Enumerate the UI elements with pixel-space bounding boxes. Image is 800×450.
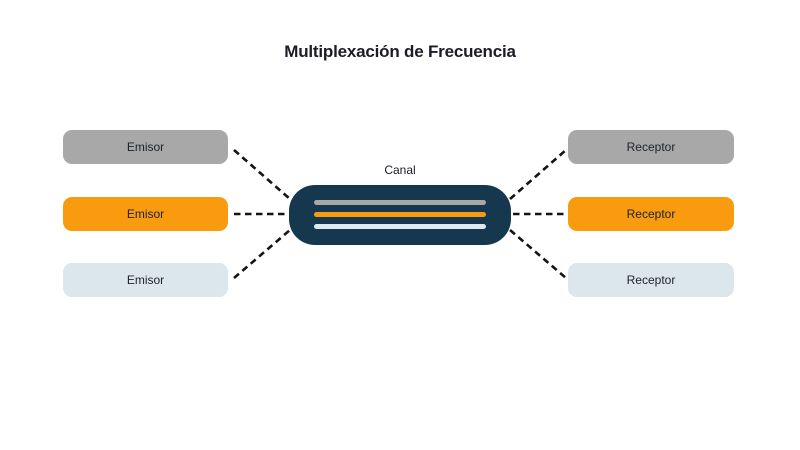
receiver-label: Receptor	[626, 207, 676, 221]
emitter-label: Emisor	[126, 207, 165, 221]
channel-label: Canal	[384, 163, 416, 177]
signal-line-gray	[314, 200, 486, 205]
emitter-node-orange: Emisor	[63, 197, 228, 231]
receiver-node-gray: Receptor	[568, 130, 734, 164]
emitter-node-gray: Emisor	[63, 130, 228, 164]
connector-emitter-gray-to-channel	[233, 149, 291, 200]
emitter-label: Emisor	[126, 140, 165, 154]
receiver-node-orange: Receptor	[568, 197, 734, 231]
receiver-node-lightblue: Receptor	[568, 263, 734, 297]
receiver-label: Receptor	[626, 273, 676, 287]
emitter-label: Emisor	[126, 273, 165, 287]
connector-channel-to-receiver-gray	[509, 149, 567, 200]
signal-line-lightblue	[314, 224, 486, 229]
signal-line-orange	[314, 212, 486, 217]
channel-body	[289, 185, 511, 245]
receiver-label: Receptor	[626, 140, 676, 154]
emitter-node-lightblue: Emisor	[63, 263, 228, 297]
connector-channel-to-receiver-lightblue	[509, 229, 567, 279]
connector-emitter-lightblue-to-channel	[233, 229, 291, 279]
page-title: Multiplexación de Frecuencia	[284, 42, 516, 61]
